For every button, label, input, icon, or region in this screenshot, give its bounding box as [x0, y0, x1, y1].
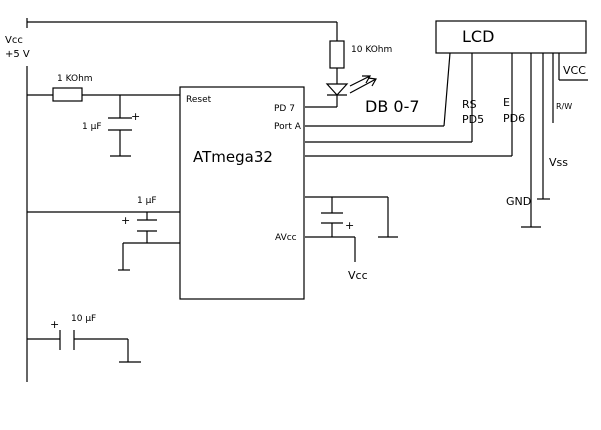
lcd-gnd-wire [521, 53, 541, 228]
gnd-label: GND [506, 195, 531, 208]
bottom-cap-plus-sign: + [50, 318, 59, 331]
avcc-cap-plus-sign: + [345, 219, 354, 232]
lcd-vss-wire [537, 53, 550, 200]
bottom-capacitor [27, 330, 141, 363]
led-light-rays-icon [349, 75, 377, 94]
mid-capacitor [27, 211, 180, 271]
avcc-supply-label: Vcc [348, 269, 368, 282]
avcc-ground-wire [305, 196, 398, 238]
led-resistor-label: 10 KOhm [351, 45, 392, 55]
vcc-label: Vcc [5, 35, 23, 46]
bottom-cap-label: 10 µF [71, 314, 96, 324]
lcd-vcc-label: VCC [563, 64, 586, 77]
reset-capacitor [108, 95, 132, 157]
lcd-name: LCD [462, 27, 494, 46]
data-bus-wire [305, 52, 451, 127]
mcu-pin-avcc-label: AVcc [275, 233, 297, 243]
mid-cap-label: 1 µF [137, 196, 157, 206]
reset-cap-plus-sign: + [131, 110, 140, 123]
mcu-pin-porta-label: Port A [274, 122, 302, 132]
supply-voltage-label: +5 V [5, 49, 30, 60]
e-label: E [503, 96, 510, 109]
vss-label: Vss [549, 156, 568, 169]
reset-resistor [27, 87, 181, 102]
lcd-module [435, 20, 587, 54]
mcu-pin-reset-label: Reset [186, 95, 212, 105]
mcu-pin-pd7-label: PD 7 [274, 104, 295, 114]
vcc-rail [26, 18, 338, 41]
pd6-label: PD6 [503, 112, 525, 125]
e-wire [305, 53, 513, 157]
rs-wire [305, 53, 473, 143]
led-branch [305, 40, 349, 108]
avcc-capacitor [305, 197, 356, 262]
lcd-vcc-wire [558, 53, 588, 81]
rs-label: RS [462, 98, 477, 111]
mid-cap-plus-sign: + [121, 214, 130, 227]
pd5-label: PD5 [462, 113, 484, 126]
reset-cap-label: 1 µF [82, 122, 102, 132]
rw-label: R/W [556, 102, 572, 111]
mcu-chip [179, 86, 305, 300]
mcu-name: ATmega32 [193, 148, 273, 166]
data-bus-label: DB 0-7 [365, 97, 420, 116]
reset-resistor-label: 1 KOhm [57, 74, 93, 84]
